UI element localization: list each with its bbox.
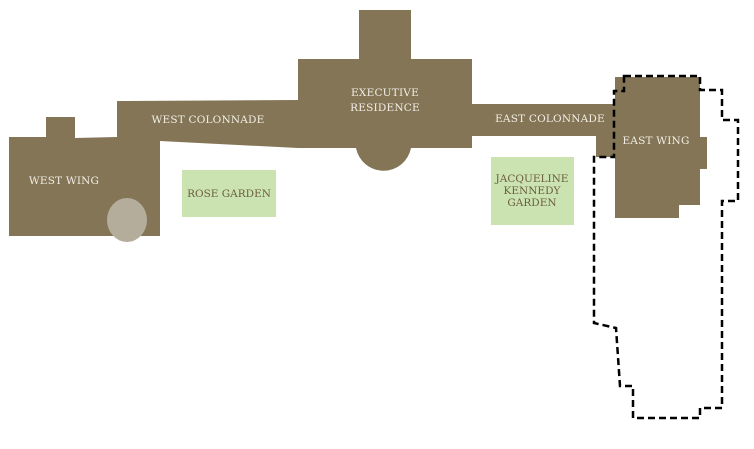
west-colonnade-label: WEST COLONNADE [151,114,264,126]
executive-residence-label-line2: RESIDENCE [350,102,420,114]
jk-garden-label-line1: JACQUELINE [495,173,569,185]
rose-garden-shape[interactable] [182,170,276,217]
executive-residence-label-line1: EXECUTIVE [351,87,419,99]
jacqueline-kennedy-garden-shape[interactable] [491,157,574,225]
east-colonnade-label: EAST COLONNADE [495,113,605,125]
oval-office-shape[interactable] [107,198,147,242]
east-wing-shape[interactable] [615,77,707,218]
executive-residence-shape[interactable] [298,10,472,171]
east-wing-label: EAST WING [622,135,689,147]
west-wing-label: WEST WING [29,175,99,187]
jk-garden-label-line3: GARDEN [507,197,556,209]
east-wing-expansion-outline [592,74,740,420]
east-colonnade-shape[interactable] [472,104,615,157]
rose-garden-label: ROSE GARDEN [187,188,271,200]
west-colonnade-shape[interactable] [117,100,298,148]
jk-garden-label-line2: KENNEDY [504,185,562,197]
